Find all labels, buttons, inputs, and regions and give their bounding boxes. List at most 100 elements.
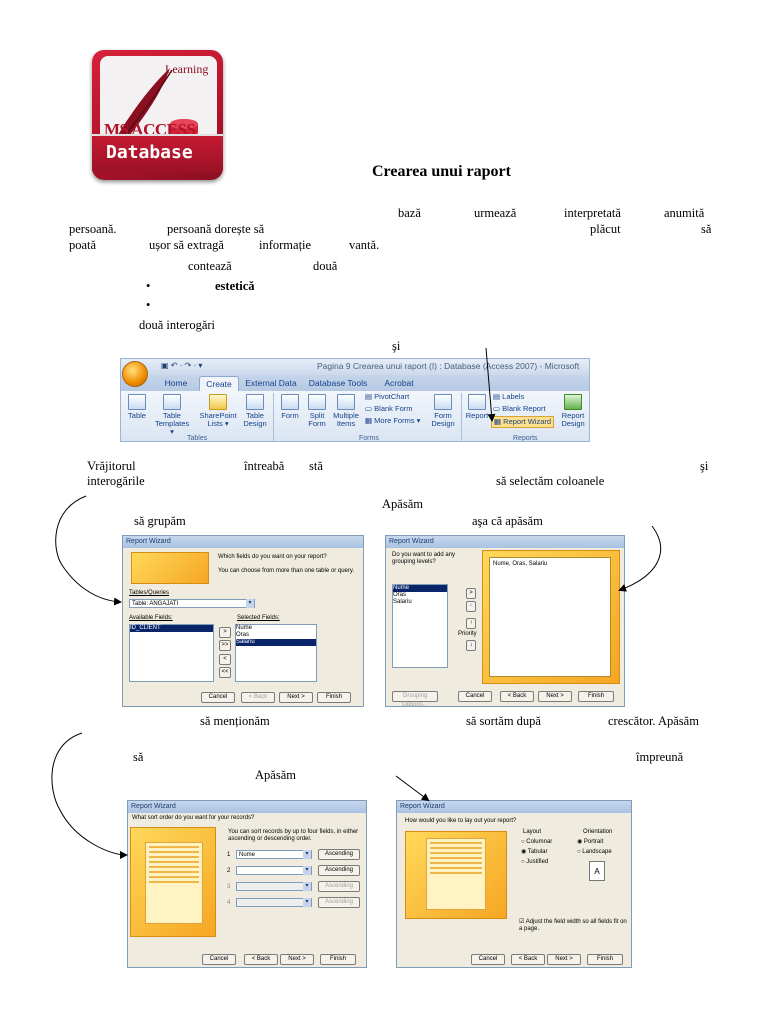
bullet: • xyxy=(146,298,151,312)
form-design-button[interactable]: Form Design xyxy=(429,394,457,428)
text-fragment: două xyxy=(313,259,338,273)
move-all-left-button[interactable]: << xyxy=(219,667,231,678)
finish-button[interactable]: Finish xyxy=(578,691,614,702)
sort-illustration xyxy=(130,827,216,937)
report-wizard-layout-dialog: Report Wizard How would you like to lay … xyxy=(396,800,632,968)
list-item[interactable]: Salariu xyxy=(393,599,412,605)
back-button[interactable]: < Back xyxy=(500,691,534,702)
back-button[interactable]: < Back xyxy=(511,954,545,965)
text-fragment: interpretată xyxy=(564,206,621,220)
tab-acrobat[interactable]: Acrobat xyxy=(384,378,414,388)
orientation-landscape[interactable]: ○ Landscape xyxy=(577,849,612,855)
table-button[interactable]: Table xyxy=(125,394,149,420)
logo-database-text: Database xyxy=(106,142,193,163)
report-design-button[interactable]: Report Design xyxy=(559,394,587,428)
sort-order-1-button[interactable]: Ascending xyxy=(318,849,360,860)
finish-button[interactable]: Finish xyxy=(587,954,623,965)
next-button[interactable]: Next > xyxy=(279,692,313,703)
report-button[interactable]: Report xyxy=(465,394,489,420)
sort-field-2[interactable] xyxy=(236,866,312,875)
cancel-button[interactable]: Cancel xyxy=(458,691,492,702)
priority-down-button[interactable]: ↓ xyxy=(466,640,476,651)
finish-button[interactable]: Finish xyxy=(317,692,351,703)
orientation-portrait[interactable]: ◉ Portrait xyxy=(577,839,604,845)
sort-order-2-button[interactable]: Ascending xyxy=(318,865,360,876)
back-button[interactable]: < Back xyxy=(241,692,275,703)
tab-home[interactable]: Home xyxy=(164,378,188,388)
text-fragment: contează xyxy=(188,259,232,273)
tables-queries-select[interactable]: Table: ANGAJATI xyxy=(129,599,255,608)
report-wizard-button[interactable]: ▦ Report Wizard xyxy=(491,416,555,428)
text-fragment: bază xyxy=(398,206,421,220)
grouping-options-button[interactable]: Grouping Options... xyxy=(392,691,438,706)
back-button[interactable]: < Back xyxy=(244,954,278,965)
text-fragment: persoană. xyxy=(69,222,117,236)
sort-field-3[interactable] xyxy=(236,882,312,891)
office-button-icon[interactable] xyxy=(122,361,148,387)
next-button[interactable]: Next > xyxy=(280,954,314,965)
labels-button[interactable]: ▤ Labels xyxy=(493,392,525,401)
text-fragment: ușor să extragă xyxy=(149,238,224,252)
next-button[interactable]: Next > xyxy=(538,691,572,702)
logo-band: Database xyxy=(92,134,223,172)
add-group-button[interactable]: > xyxy=(466,588,476,599)
layout-option-columnar[interactable]: ○ Columnar xyxy=(521,839,553,845)
text-fragment: stă xyxy=(309,459,323,473)
finish-button[interactable]: Finish xyxy=(320,954,356,965)
caption-left: să grupăm xyxy=(134,514,186,528)
sort-row-number: 2 xyxy=(227,868,231,874)
sort-row-number: 3 xyxy=(227,884,231,890)
sort-order-4-button[interactable]: Ascending xyxy=(318,897,360,908)
cancel-button[interactable]: Cancel xyxy=(471,954,505,965)
text-fragment: să xyxy=(133,750,144,764)
tab-create[interactable]: Create xyxy=(199,376,239,391)
cancel-button[interactable]: Cancel xyxy=(201,692,235,703)
multiple-items-button[interactable]: Multiple Items xyxy=(332,394,360,428)
tab-external-data[interactable]: External Data xyxy=(245,378,297,388)
wizard-question: Which fields do you want on your report? xyxy=(218,554,327,560)
priority-up-button[interactable]: ↑ xyxy=(466,618,476,629)
list-item[interactable]: Oras xyxy=(236,632,250,638)
grouping-preview: Nume, Oras, Salariu xyxy=(489,557,611,677)
available-fields-list[interactable]: ID_CLIENT xyxy=(129,624,214,682)
list-item[interactable]: Oras xyxy=(393,592,407,598)
remove-group-button[interactable]: < xyxy=(466,601,476,612)
pivotchart-button[interactable]: ▤ PivotChart xyxy=(365,392,410,401)
quick-access-toolbar[interactable]: ▣ ↶ · ↷ · ▾ xyxy=(161,361,203,370)
selected-fields-list[interactable]: Nume Oras Salariu xyxy=(235,624,317,682)
move-all-right-button[interactable]: >> xyxy=(219,640,231,651)
list-item[interactable]: ID_CLIENT xyxy=(130,625,213,632)
text-fragment: estetică xyxy=(215,279,255,293)
move-left-button[interactable]: < xyxy=(219,654,231,665)
blank-report-button[interactable]: ▭ Blank Report xyxy=(493,404,546,413)
split-form-button[interactable]: Split Form xyxy=(305,394,329,428)
cancel-button[interactable]: Cancel xyxy=(202,954,236,965)
list-item[interactable]: Salariu xyxy=(236,639,316,646)
list-item[interactable]: Nume xyxy=(236,625,253,631)
more-forms-button[interactable]: ▦ More Forms ▾ xyxy=(365,416,421,425)
form-button[interactable]: Form xyxy=(278,394,302,420)
table-templates-button[interactable]: Table Templates ▾ xyxy=(155,394,189,436)
layout-option-justified[interactable]: ○ Justified xyxy=(521,859,549,865)
layout-illustration xyxy=(405,831,507,919)
adjust-width-checkbox[interactable]: ☑ Adjust the field width so all fields f… xyxy=(519,919,627,932)
sort-field-4[interactable] xyxy=(236,898,312,907)
move-right-button[interactable]: > xyxy=(219,627,231,638)
layout-option-tabular[interactable]: ◉ Tabular xyxy=(521,849,548,855)
sort-order-3-button[interactable]: Ascending xyxy=(318,881,360,892)
sort-row-number: 1 xyxy=(227,852,231,858)
grouping-fields-list[interactable]: Nume Oras Salariu xyxy=(392,584,448,668)
sharepoint-lists-button[interactable]: SharePoint Lists ▾ xyxy=(197,394,239,428)
next-button[interactable]: Next > xyxy=(547,954,581,965)
list-item[interactable]: Nume xyxy=(393,585,447,592)
text-fragment: împreună xyxy=(636,750,684,764)
arrow-to-wizard1 xyxy=(55,495,122,606)
preview-fields: Nume, Oras, Salariu xyxy=(493,561,548,567)
wizard-question: What sort order do you want for your rec… xyxy=(132,815,255,821)
sort-field-1[interactable]: Nume xyxy=(236,850,312,859)
available-fields-label: Available Fields: xyxy=(129,615,173,621)
table-design-button[interactable]: Table Design xyxy=(241,394,269,428)
dialog-title: Report Wizard xyxy=(123,536,363,548)
blank-form-button[interactable]: ▭ Blank Form xyxy=(365,404,413,413)
tab-database-tools[interactable]: Database Tools xyxy=(308,378,368,388)
